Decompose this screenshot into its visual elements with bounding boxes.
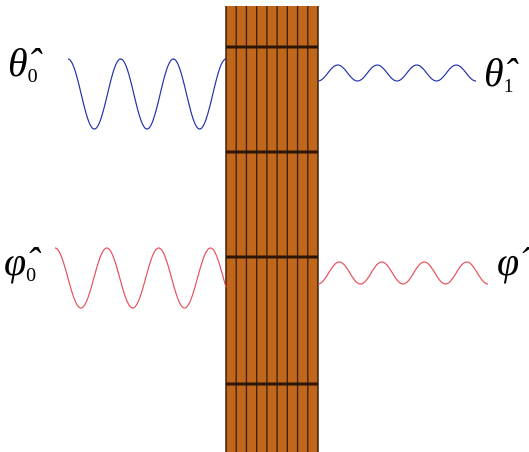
phi-transmitted-label: φ̂ bbox=[497, 239, 529, 284]
phi-transmitted-symbol: φ̂ bbox=[497, 239, 529, 284]
phi-transmitted-wave bbox=[318, 262, 488, 284]
theta-incident-wave bbox=[68, 59, 226, 129]
theta-incident-subscript: 0 bbox=[28, 65, 38, 87]
theta-incident-label: θ̂0 bbox=[8, 40, 43, 87]
theta-transmitted-subscript: 1 bbox=[504, 75, 514, 97]
phi-incident-subscript: 0 bbox=[26, 264, 36, 286]
theta-transmitted-label: θ̂1 bbox=[484, 50, 519, 97]
theta-transmitted-wave bbox=[318, 65, 476, 81]
phi-incident-wave bbox=[55, 248, 226, 308]
phi-incident-label: φ̂0 bbox=[4, 239, 41, 286]
barrier-wall bbox=[226, 6, 318, 452]
